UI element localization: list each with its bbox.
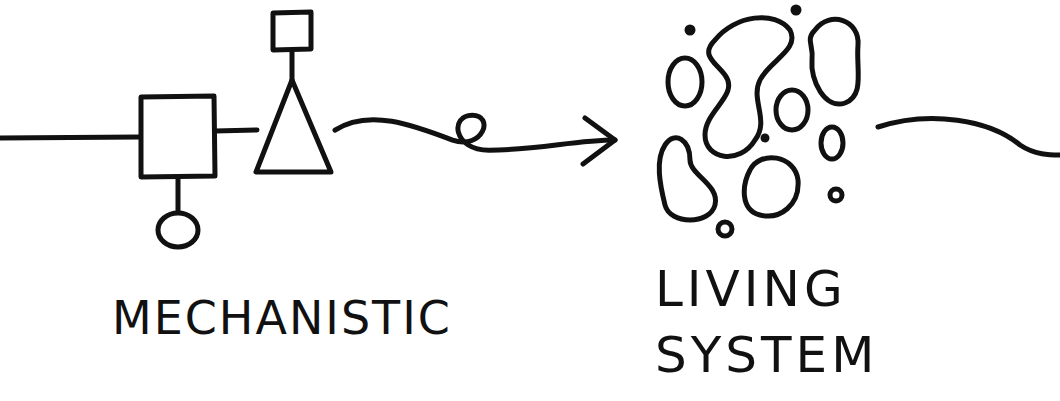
- blob: [668, 58, 702, 106]
- stem: [290, 50, 295, 80]
- dot: [763, 136, 767, 140]
- dot: [687, 27, 693, 33]
- arrow-line: [335, 115, 615, 150]
- illustration-node: LIVING SYSTEM: [618, 2, 873, 247]
- blob: [718, 222, 732, 236]
- arrow-head: [583, 118, 615, 164]
- blob: [821, 127, 843, 159]
- blob: [810, 19, 858, 104]
- triangle-part: [256, 80, 331, 172]
- blob: [705, 18, 792, 157]
- flow-arrow: [335, 115, 615, 164]
- illustration-node: MECHANISTIC: [135, 8, 335, 243]
- blob: [776, 90, 808, 130]
- square-part: [273, 12, 311, 50]
- input-wire: [0, 137, 140, 138]
- square-part: [141, 96, 215, 177]
- output-wire: [878, 119, 1060, 155]
- stem: [176, 177, 181, 212]
- blob: [744, 158, 798, 216]
- dot: [793, 7, 799, 13]
- blob: [659, 138, 715, 220]
- hand-lettered-label: LIVING SYSTEM: [655, 256, 895, 388]
- hand-lettered-label: MECHANISTIC: [112, 290, 512, 346]
- blob: [830, 189, 842, 201]
- circle-part: [158, 213, 198, 247]
- link-wire: [215, 130, 257, 131]
